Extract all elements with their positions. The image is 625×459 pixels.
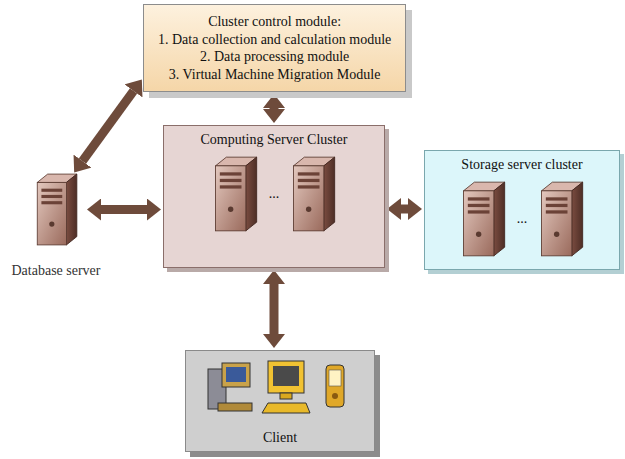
client-label: Client — [192, 429, 368, 447]
database-server: Database server — [0, 172, 112, 280]
computing-cluster-box: Computing Server Cluster... — [163, 125, 385, 268]
ellipsis: ... — [269, 185, 280, 203]
server-icon — [33, 172, 79, 247]
server-row: ... — [170, 155, 378, 233]
client-box: Client — [185, 350, 375, 452]
module-heading: Cluster control module: — [158, 13, 391, 31]
ellipsis: ... — [517, 210, 528, 228]
server-icon — [289, 155, 337, 233]
cluster-title: Storage server cluster — [431, 156, 613, 174]
control-module-box: Cluster control module:1. Data collectio… — [143, 4, 406, 92]
server-icon — [211, 155, 259, 233]
double-arrow — [270, 284, 279, 334]
module-item: 2. Data processing module — [158, 48, 391, 66]
storage-cluster-box: Storage server cluster... — [424, 150, 620, 270]
module-item: 3. Virtual Machine Migration Module — [158, 66, 391, 84]
module-item: 1. Data collection and calculation modul… — [158, 31, 391, 49]
double-arrow — [82, 91, 133, 161]
server-row: ... — [431, 180, 613, 258]
cluster-title: Computing Server Cluster — [170, 131, 378, 149]
server-icon — [459, 180, 507, 258]
double-arrow — [401, 205, 408, 214]
server-icon — [537, 180, 585, 258]
double-arrow — [270, 108, 279, 109]
server-label: Database server — [0, 262, 112, 280]
double-arrow — [101, 205, 147, 214]
client-devices-icon — [200, 359, 360, 419]
